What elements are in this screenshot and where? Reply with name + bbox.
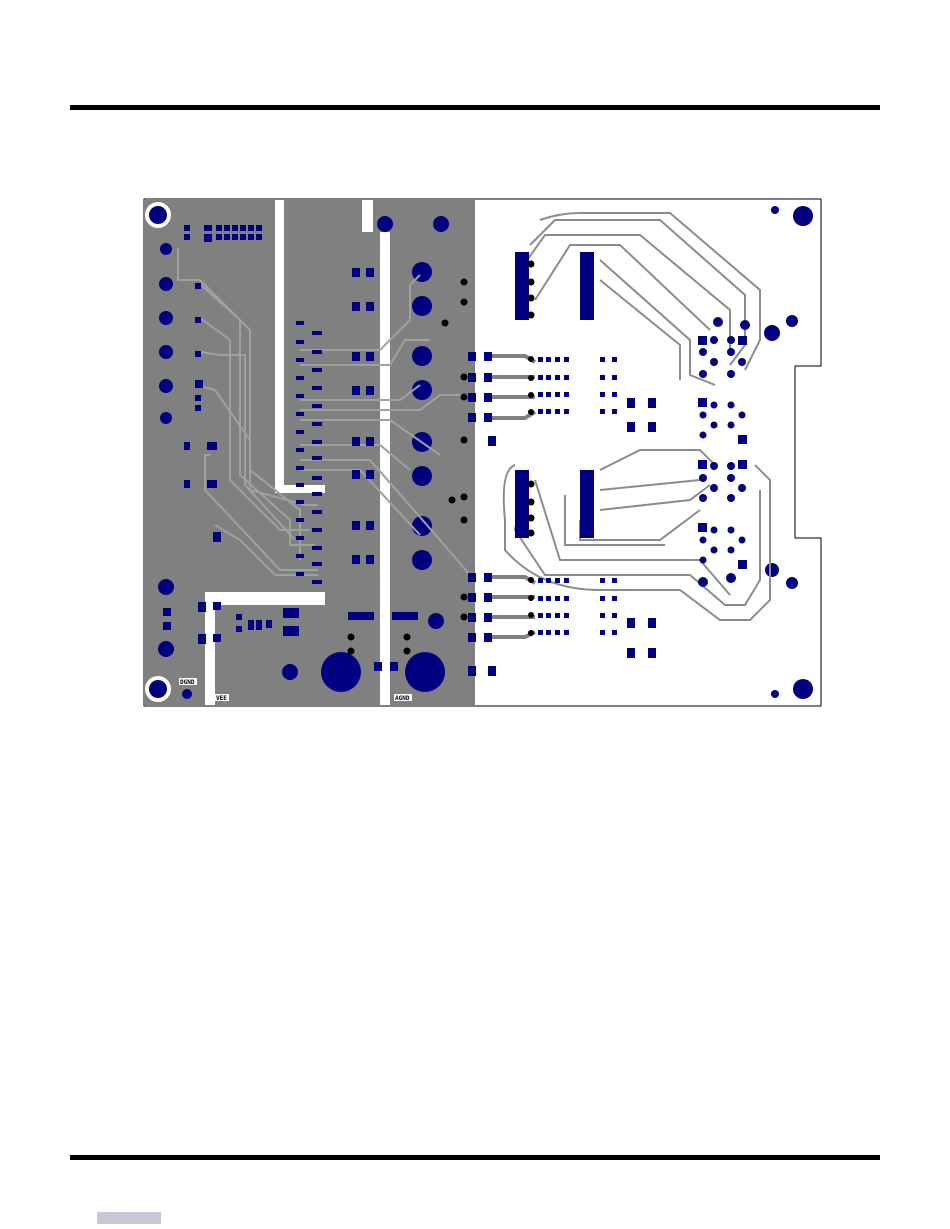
vee-label: VEE <box>216 695 227 702</box>
dgnd-label: DGND <box>180 679 195 686</box>
agnd-label: AGND <box>395 695 410 702</box>
